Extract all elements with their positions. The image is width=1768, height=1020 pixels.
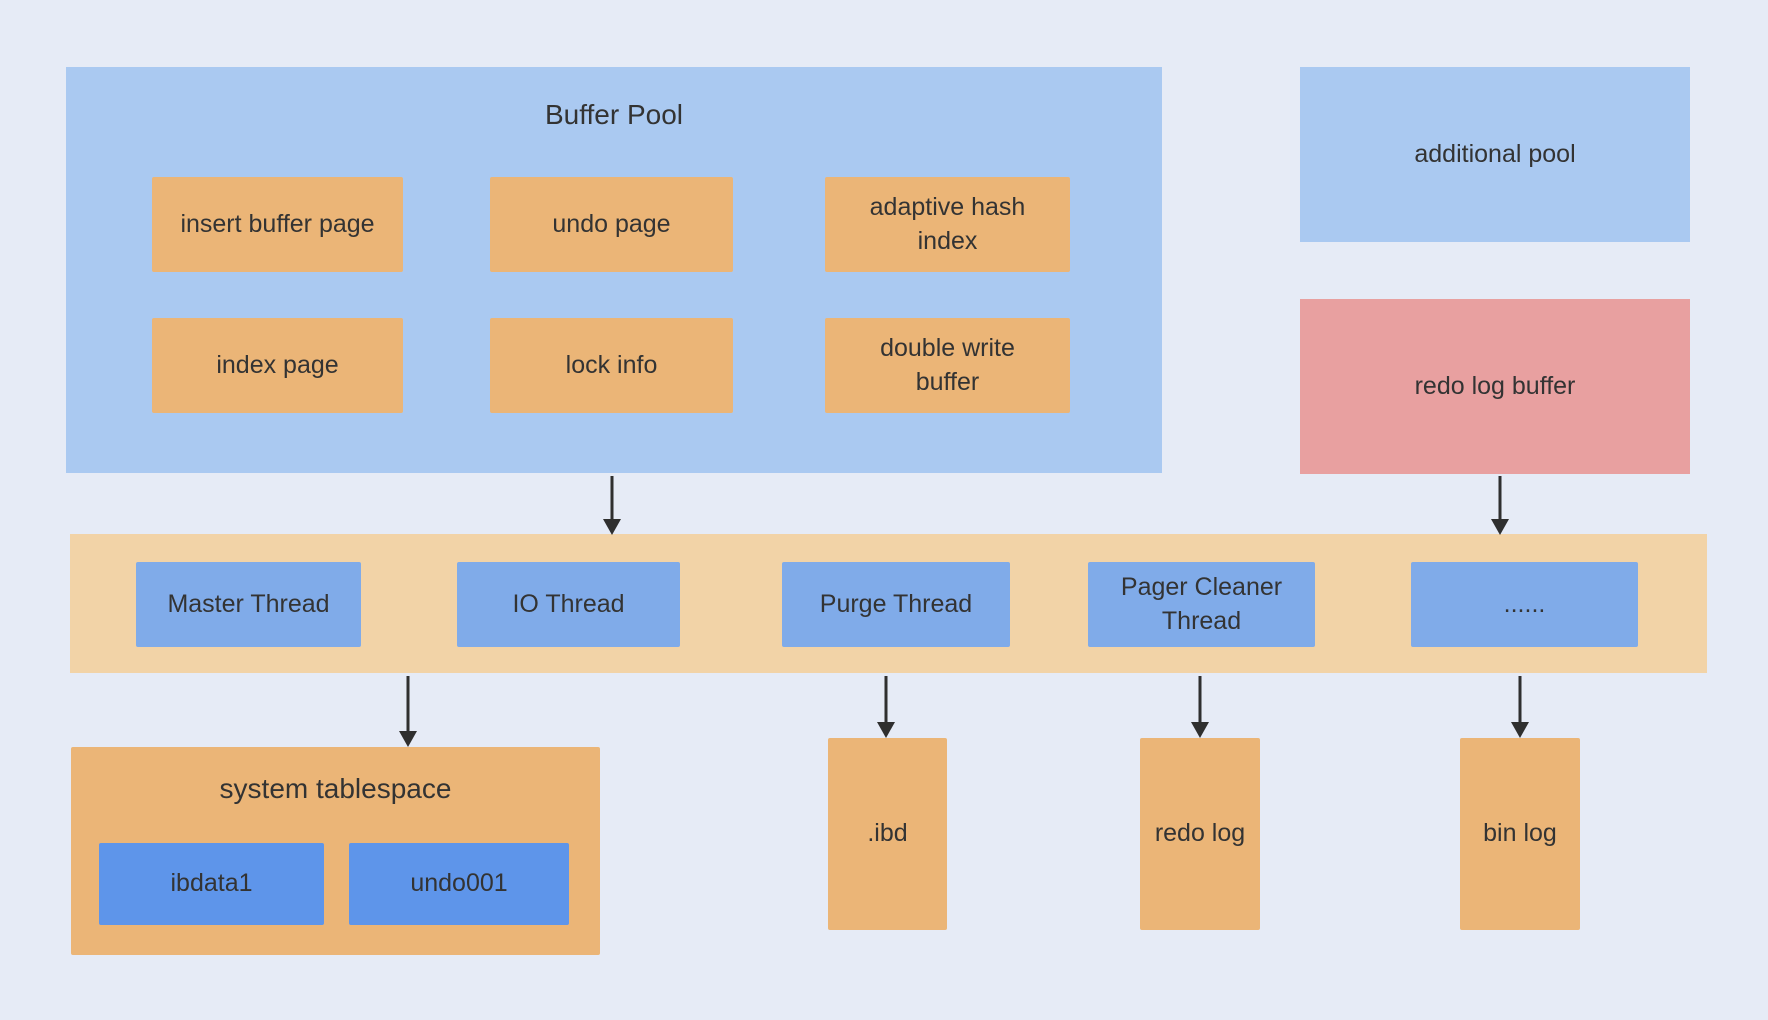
file-label: ibdata1 — [170, 869, 253, 898]
buffer-pool-box: Buffer Pool insert buffer page undo page… — [66, 67, 1162, 473]
arrow-shaft — [884, 676, 888, 725]
cell-label: adaptive hash index — [869, 192, 1026, 255]
thread-box-io-thread: IO Thread — [457, 562, 680, 647]
thread-label: Pager Cleaner Thread — [1120, 572, 1283, 635]
thread-label: Master Thread — [167, 589, 330, 618]
buffer-pool-cell-insert-buffer-page: insert buffer page — [152, 177, 403, 272]
file-label: redo log — [1154, 819, 1246, 848]
system-tablespace-box: system tablespace ibdata1 undo001 — [71, 747, 600, 955]
additional-pool-label: additional pool — [1414, 139, 1576, 168]
system-tablespace-title: system tablespace — [219, 773, 452, 804]
buffer-pool-cell-index-page: index page — [152, 318, 403, 413]
file-label: bin log — [1483, 819, 1557, 848]
arrow-thread-band-to-ibd — [876, 676, 896, 738]
redo-log-buffer-box: redo log buffer — [1300, 299, 1690, 474]
file-label: .ibd — [867, 819, 908, 848]
cell-label: undo page — [552, 209, 671, 238]
buffer-pool-cell-double-write-buffer: double write buffer — [825, 318, 1070, 413]
buffer-pool-title: Buffer Pool — [544, 99, 684, 130]
arrow-head — [1491, 519, 1509, 535]
thread-box-more-threads: ...... — [1411, 562, 1638, 647]
buffer-pool-cell-adaptive-hash-index: adaptive hash index — [825, 177, 1070, 272]
arrow-thread-band-to-redo-log — [1190, 676, 1210, 738]
arrow-head — [399, 731, 417, 747]
arrow-head — [1511, 722, 1529, 738]
additional-pool-box: additional pool — [1300, 67, 1690, 242]
arrow-shaft — [1198, 676, 1202, 725]
redo-log-buffer-label: redo log buffer — [1414, 371, 1576, 400]
arrow-buffer-pool-to-thread-band — [602, 476, 622, 535]
arrow-shaft — [610, 476, 614, 522]
file-box-bin-log: bin log — [1460, 738, 1580, 930]
arrow-head — [603, 519, 621, 535]
arrow-shaft — [1518, 676, 1522, 725]
file-box-ibd: .ibd — [828, 738, 947, 930]
file-label: undo001 — [410, 869, 508, 898]
file-box-undo001: undo001 — [349, 843, 569, 925]
arrow-head — [877, 722, 895, 738]
arrow-thread-band-to-bin-log — [1510, 676, 1530, 738]
cell-label: index page — [216, 350, 339, 379]
buffer-pool-cell-undo-page: undo page — [490, 177, 733, 272]
thread-box-master-thread: Master Thread — [136, 562, 361, 647]
buffer-pool-cell-lock-info: lock info — [490, 318, 733, 413]
file-box-ibdata1: ibdata1 — [99, 843, 324, 925]
arrow-shaft — [406, 676, 410, 734]
cell-label: lock info — [565, 350, 658, 379]
thread-label: IO Thread — [512, 589, 625, 618]
arrow-thread-band-to-system-tablespace — [398, 676, 418, 747]
thread-label: ...... — [1503, 589, 1546, 618]
thread-box-purge-thread: Purge Thread — [782, 562, 1010, 647]
thread-label: Purge Thread — [819, 589, 973, 618]
cell-label: double write buffer — [880, 333, 1015, 396]
arrow-head — [1191, 722, 1209, 738]
file-box-redo-log: redo log — [1140, 738, 1260, 930]
cell-label: insert buffer page — [180, 209, 375, 238]
arrow-shaft — [1498, 476, 1502, 522]
thread-box-pager-cleaner-thread: Pager Cleaner Thread — [1088, 562, 1315, 647]
arrow-redo-log-buffer-to-thread-band — [1490, 476, 1510, 535]
thread-band: Master Thread IO Thread Purge Thread Pag… — [70, 534, 1707, 673]
